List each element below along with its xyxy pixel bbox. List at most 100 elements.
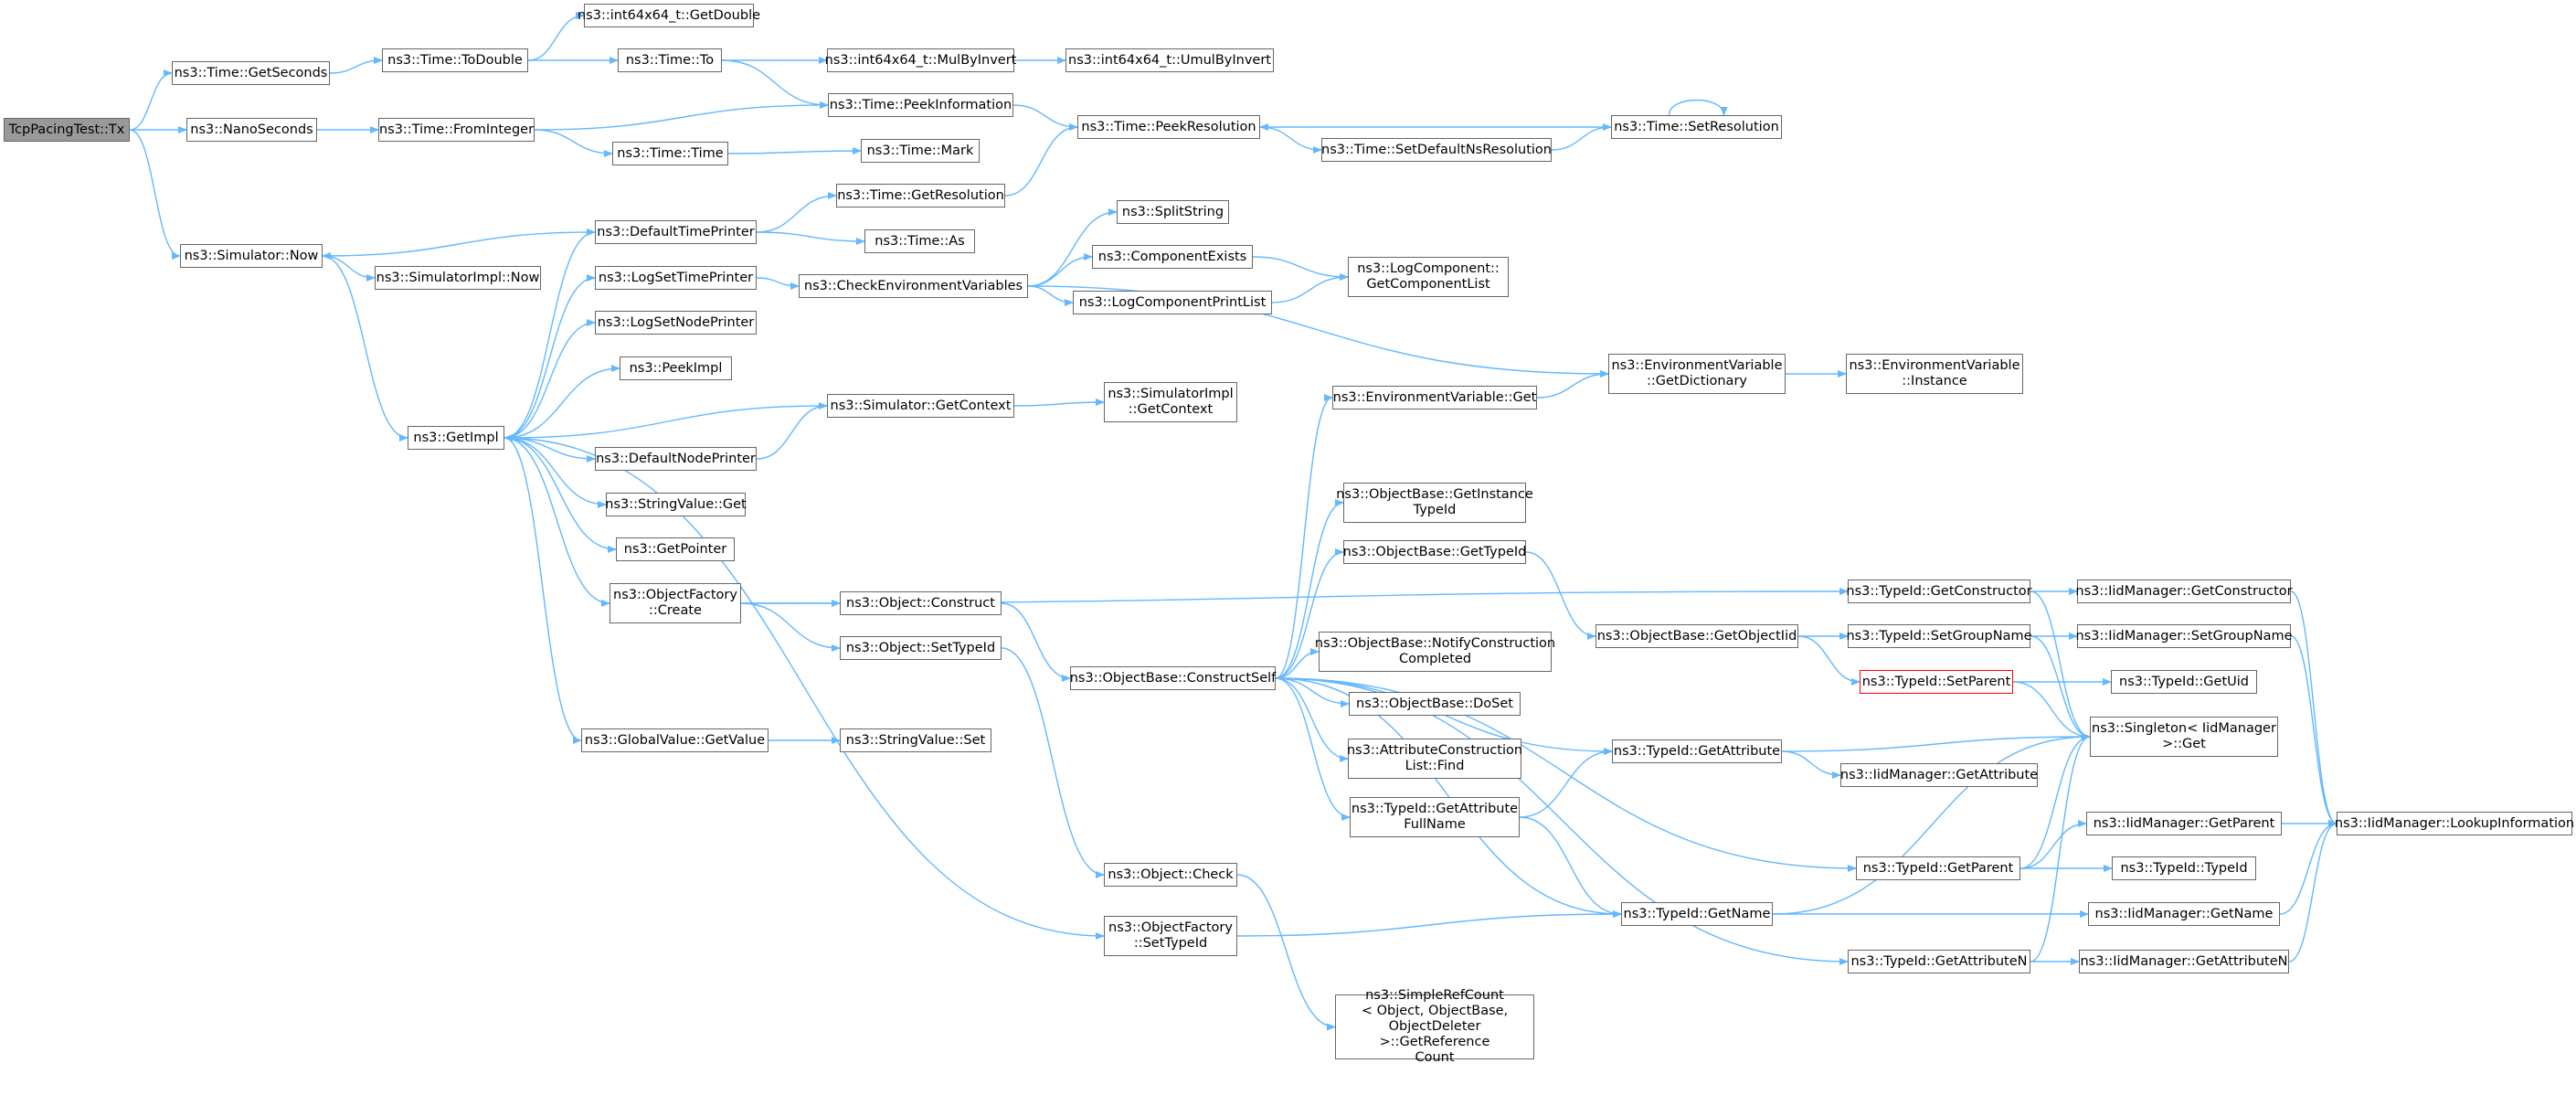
edge-n22-n25: [1027, 285, 1074, 306]
node-typeid-getparent[interactable]: ns3::TypeId::GetParent: [1856, 856, 2020, 880]
node-iidmanager-getattribute[interactable]: ns3::IidManager::GetAttribute: [1840, 763, 2038, 787]
edge-n15-n12: [1551, 123, 1612, 151]
node-iidmanager-getconstructor[interactable]: ns3::IidManager::GetConstructor: [2075, 580, 2293, 603]
edge-n44-n45: [1275, 648, 1320, 679]
edge-n49-n51: [1236, 874, 1336, 1031]
node-simplerefcount-getreferencecount[interactable]: ns3::SimpleRefCount < Object, ObjectBase…: [1335, 988, 1534, 1065]
edge-n50-n54: [1236, 910, 1622, 937]
node-singleton-iidmanager-get[interactable]: ns3::Singleton< IidManager >::Get: [2090, 717, 2278, 757]
node-checkenvironmentvariables[interactable]: ns3::CheckEnvironmentVariables: [799, 274, 1028, 298]
node-objectbase-doset[interactable]: ns3::ObjectBase::DoSet: [1349, 692, 1521, 716]
node-peekimpl[interactable]: ns3::PeekImpl: [620, 356, 732, 380]
node-time-getresolution[interactable]: ns3::Time::GetResolution: [836, 184, 1005, 207]
node-logsettimeprinter[interactable]: ns3::LogSetTimePrinter: [595, 266, 757, 290]
node-iidmanager-getname[interactable]: ns3::IidManager::GetName: [2088, 902, 2280, 926]
node-defaulttimeprinter[interactable]: ns3::DefaultTimePrinter: [595, 220, 757, 244]
edge-n20-n50: [504, 437, 1105, 940]
node-globalvalue-getvalue[interactable]: ns3::GlobalValue::GetValue: [581, 728, 769, 752]
node-componentexists[interactable]: ns3::ComponentExists: [1092, 245, 1253, 269]
node-stringvalue-set[interactable]: ns3::StringValue::Set: [840, 728, 991, 752]
node-typeid-getattribute[interactable]: ns3::TypeId::GetAttribute: [1612, 739, 1782, 763]
node-environmentvariable-getdictionary[interactable]: ns3::EnvironmentVariable ::GetDictionary: [1608, 354, 1786, 394]
node-getpointer[interactable]: ns3::GetPointer: [616, 537, 735, 561]
node-typeid-getattributefullname[interactable]: ns3::TypeId::GetAttribute FullName: [1350, 797, 1520, 837]
edge-n59-n65: [2019, 820, 2087, 869]
node-simulator-getcontext[interactable]: ns3::Simulator::GetContext: [827, 394, 1014, 418]
node-getimpl[interactable]: ns3::GetImpl: [408, 426, 504, 450]
node-time-as[interactable]: ns3::Time::As: [864, 229, 975, 253]
node-environmentvariable-get[interactable]: ns3::EnvironmentVariable::Get: [1332, 386, 1537, 409]
node-time-peekinformation[interactable]: ns3::Time::PeekInformation: [828, 93, 1013, 117]
node-logcomponentprintlist[interactable]: ns3::LogComponentPrintList: [1073, 291, 1272, 314]
node-typeid-setgroupname[interactable]: ns3::TypeId::SetGroupName: [1846, 624, 2032, 648]
node-time-setdefaultnsresolution[interactable]: ns3::Time::SetDefaultNsResolution: [1321, 138, 1552, 162]
node-attributeconstructionlist-find[interactable]: ns3::AttributeConstruction List::Find: [1347, 739, 1522, 779]
node-simulator-now[interactable]: ns3::Simulator::Now: [180, 244, 323, 268]
node-simulatorimpl-now[interactable]: ns3::SimulatorImpl::Now: [375, 266, 541, 290]
node-splitstring[interactable]: ns3::SplitString: [1117, 200, 1229, 224]
node-object-check[interactable]: ns3::Object::Check: [1104, 863, 1237, 887]
node-iidmanager-getparent[interactable]: ns3::IidManager::GetParent: [2086, 812, 2282, 835]
edge-n5-n13: [534, 129, 613, 157]
node-objectfactory-create[interactable]: ns3::ObjectFactory ::Create: [610, 583, 741, 623]
node-time-todouble[interactable]: ns3::Time::ToDouble: [382, 48, 528, 72]
node-time-getseconds[interactable]: ns3::Time::GetSeconds: [172, 61, 330, 85]
edge-n20-n28: [504, 365, 620, 439]
node-objectbase-getobjectiid[interactable]: ns3::ObjectBase::GetObjectIid: [1595, 624, 1798, 648]
edge-n7-n10: [721, 59, 829, 109]
edge-n20-n27: [504, 319, 596, 439]
node-iidmanager-getattributen[interactable]: ns3::IidManager::GetAttributeN: [2079, 950, 2289, 973]
node-time-peekresolution[interactable]: ns3::Time::PeekResolution: [1077, 115, 1260, 139]
node-environmentvariable-instance[interactable]: ns3::EnvironmentVariable ::Instance: [1846, 354, 2023, 394]
node-typeid-typeid[interactable]: ns3::TypeId::TypeId: [2112, 856, 2256, 880]
node-objectbase-constructself[interactable]: ns3::ObjectBase::ConstructSelf: [1070, 666, 1276, 690]
node-nanoseconds[interactable]: ns3::NanoSeconds: [186, 118, 317, 142]
edge-n67-n69: [2279, 820, 2337, 915]
node-time-time[interactable]: ns3::Time::Time: [612, 142, 728, 165]
edge-n22-n23: [1027, 208, 1118, 287]
node-stringvalue-get[interactable]: ns3::StringValue::Get: [605, 493, 747, 516]
node-objectbase-getinstancetypeid[interactable]: ns3::ObjectBase::GetInstance TypeId: [1336, 483, 1533, 523]
node-typeid-getconstructor[interactable]: ns3::TypeId::GetConstructor: [1846, 580, 2032, 603]
edge-n20-n37: [504, 437, 582, 744]
node-typeid-getuid[interactable]: ns3::TypeId::GetUid: [2111, 670, 2257, 694]
node-int64x64-mulbyinvert[interactable]: ns3::int64x64_t::MulByInvert: [825, 48, 1016, 72]
edge-n54-n64: [1772, 733, 2091, 915]
node-typeid-getname[interactable]: ns3::TypeId::GetName: [1621, 902, 1773, 926]
node-time-frominteger[interactable]: ns3::Time::FromInteger: [378, 118, 535, 142]
node-objectbase-gettypeid[interactable]: ns3::ObjectBase::GetTypeId: [1343, 540, 1526, 564]
node-typeid-setparent[interactable]: ns3::TypeId::SetParent: [1860, 670, 2013, 694]
node-object-settypeid[interactable]: ns3::Object::SetTypeId: [840, 636, 1002, 660]
edge-n17-n18: [756, 231, 865, 245]
edge-n44-n59: [1275, 677, 1857, 872]
node-typeid-getattributen[interactable]: ns3::TypeId::GetAttributeN: [1848, 950, 2030, 973]
edge-n17-n3: [322, 231, 596, 260]
edge-n24-n26: [1252, 256, 1349, 281]
edge-n48-n53: [1519, 748, 1613, 818]
edge-n48-n54: [1519, 816, 1622, 918]
edge-n34-n36: [740, 602, 841, 652]
node-tcppacingtest-tx: TcpPacingTest::Tx: [4, 118, 130, 142]
node-iidmanager-setgroupname[interactable]: ns3::IidManager::SetGroupName: [2075, 624, 2293, 648]
node-time-setresolution[interactable]: ns3::Time::SetResolution: [1611, 115, 1782, 139]
edge-n44-n54: [1275, 677, 1622, 918]
node-logsetnodeprinter[interactable]: ns3::LogSetNodePrinter: [595, 311, 757, 335]
node-iidmanager-lookupinformation[interactable]: ns3::IidManager::LookupInformation: [2335, 812, 2574, 835]
edge-n22-n24: [1027, 253, 1093, 287]
edge-n20-n17: [504, 229, 596, 439]
node-object-construct[interactable]: ns3::Object::Construct: [840, 591, 1002, 615]
node-objectfactory-settypeid[interactable]: ns3::ObjectFactory ::SetTypeId: [1104, 916, 1237, 956]
node-int64x64-umulbyinvert[interactable]: ns3::int64x64_t::UmulByInvert: [1065, 48, 1274, 72]
node-defaultnodeprinter[interactable]: ns3::DefaultNodePrinter: [595, 447, 757, 471]
edge-n20-n34: [504, 437, 610, 607]
node-logcomponent-getcomponentlist[interactable]: ns3::LogComponent:: GetComponentList: [1348, 257, 1509, 297]
node-time-to[interactable]: ns3::Time::To: [618, 48, 722, 72]
edge-n53-n64: [1781, 733, 2091, 752]
node-time-mark[interactable]: ns3::Time::Mark: [861, 139, 980, 163]
edge-n44-n43: [1275, 548, 1344, 679]
edge-n20-n32: [504, 437, 607, 508]
node-objectbase-notifyconstructioncompleted[interactable]: ns3::ObjectBase::NotifyConstruction Comp…: [1315, 632, 1555, 672]
node-simulatorimpl-getcontext[interactable]: ns3::SimulatorImpl ::GetContext: [1104, 382, 1237, 422]
node-int64x64-getdouble[interactable]: ns3::int64x64_t::GetDouble: [578, 4, 760, 27]
